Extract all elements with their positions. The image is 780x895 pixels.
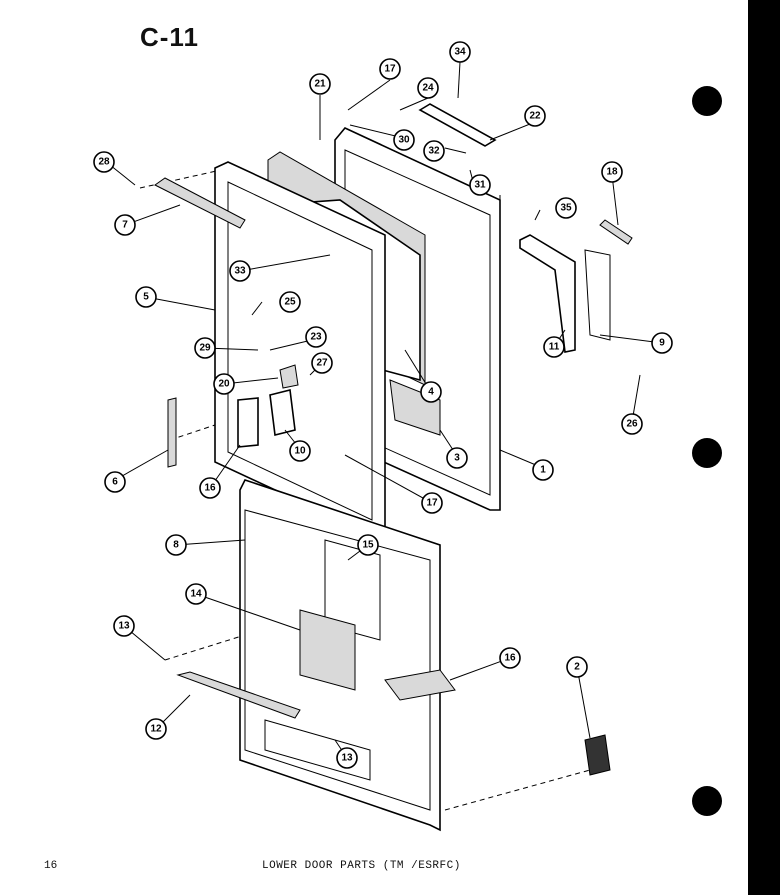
- top-cap: [418, 103, 497, 147]
- svg-text:35: 35: [560, 203, 572, 214]
- svg-text:18: 18: [606, 167, 618, 178]
- callout-10: 10: [289, 440, 311, 462]
- svg-text:16: 16: [504, 653, 516, 664]
- center-hinge: [269, 364, 299, 436]
- svg-text:10: 10: [294, 446, 306, 457]
- callout-23: 23: [305, 326, 327, 348]
- svg-text:4: 4: [428, 387, 434, 398]
- callout-3: 3: [446, 447, 468, 469]
- svg-text:22: 22: [529, 111, 541, 122]
- svg-text:21: 21: [314, 79, 326, 90]
- callout-labels: 21 17 34 24 22 30 32 31 18 28 7 35 33 5 …: [93, 41, 673, 769]
- svg-text:6: 6: [112, 477, 118, 488]
- svg-text:33: 33: [234, 266, 246, 277]
- svg-text:14: 14: [190, 589, 202, 600]
- svg-text:8: 8: [173, 540, 179, 551]
- svg-text:20: 20: [218, 379, 230, 390]
- callout-34: 34: [449, 41, 471, 63]
- callout-25: 25: [279, 291, 301, 313]
- callout-20: 20: [213, 373, 235, 395]
- callout-1: 1: [532, 459, 554, 481]
- svg-text:1: 1: [540, 465, 546, 476]
- svg-text:2: 2: [574, 662, 580, 673]
- page-number: 16: [44, 860, 58, 872]
- svg-text:25: 25: [284, 297, 296, 308]
- svg-text:3: 3: [454, 453, 460, 464]
- handle-cover: [584, 734, 611, 776]
- svg-text:32: 32: [428, 146, 440, 157]
- svg-text:12: 12: [150, 724, 162, 735]
- callout-32: 32: [423, 140, 445, 162]
- callout-13: 13: [113, 615, 135, 637]
- page-title: C-11: [140, 22, 199, 52]
- hinge-plate: [237, 397, 259, 448]
- callout-18: 18: [601, 161, 623, 183]
- svg-text:13: 13: [118, 621, 130, 632]
- callout-8: 8: [165, 534, 187, 556]
- svg-text:28: 28: [98, 157, 110, 168]
- callout-17-lower: 17: [421, 492, 443, 514]
- svg-text:31: 31: [474, 180, 486, 191]
- callout-35: 35: [555, 197, 577, 219]
- callout-24: 24: [417, 77, 439, 99]
- svg-text:5: 5: [143, 292, 149, 303]
- callout-15: 15: [357, 534, 379, 556]
- callout-11: 11: [543, 336, 565, 358]
- top-trim-strip: [154, 177, 246, 229]
- svg-text:30: 30: [398, 135, 410, 146]
- callout-27: 27: [311, 352, 333, 374]
- callout-21: 21: [309, 73, 331, 95]
- callout-6: 6: [104, 471, 126, 493]
- callout-12: 12: [145, 718, 167, 740]
- svg-text:17: 17: [384, 64, 396, 75]
- callout-30: 30: [393, 129, 415, 151]
- callout-7: 7: [114, 214, 136, 236]
- callout-29: 29: [194, 337, 216, 359]
- callout-31: 31: [469, 174, 491, 196]
- svg-text:16: 16: [204, 483, 216, 494]
- callout-16: 16: [199, 477, 221, 499]
- lower-door-panel: [239, 479, 441, 832]
- binder-hole-middle: [692, 438, 722, 468]
- svg-text:23: 23: [310, 332, 322, 343]
- callout-2: 2: [566, 656, 588, 678]
- hinge-bracket: [519, 234, 611, 353]
- svg-text:9: 9: [659, 338, 665, 349]
- svg-text:29: 29: [199, 343, 211, 354]
- svg-text:13: 13: [341, 753, 353, 764]
- binder-hole-bottom: [692, 786, 722, 816]
- page-edge-bar: [748, 0, 780, 895]
- callout-9: 9: [651, 332, 673, 354]
- callout-5: 5: [135, 286, 157, 308]
- svg-text:27: 27: [316, 358, 328, 369]
- svg-text:26: 26: [626, 419, 638, 430]
- small-strip: [599, 219, 633, 245]
- svg-text:15: 15: [362, 540, 374, 551]
- svg-text:7: 7: [122, 220, 128, 231]
- binder-hole-top: [692, 86, 722, 116]
- svg-text:17: 17: [426, 498, 438, 509]
- callout-33: 33: [229, 260, 251, 282]
- callout-16-lower: 16: [499, 647, 521, 669]
- callout-14: 14: [185, 583, 207, 605]
- side-trim: [167, 397, 177, 468]
- callout-22: 22: [524, 105, 546, 127]
- callout-17: 17: [379, 58, 401, 80]
- svg-text:34: 34: [454, 47, 466, 58]
- callout-4: 4: [420, 381, 442, 403]
- door-tray: [384, 669, 456, 701]
- page-caption: LOWER DOOR PARTS (TM /ESRFC): [262, 860, 461, 872]
- callout-13-lower: 13: [336, 747, 358, 769]
- svg-text:24: 24: [422, 83, 434, 94]
- callout-28: 28: [93, 151, 115, 173]
- svg-text:11: 11: [549, 342, 560, 353]
- handle-bar: [176, 671, 301, 719]
- callout-26: 26: [621, 413, 643, 435]
